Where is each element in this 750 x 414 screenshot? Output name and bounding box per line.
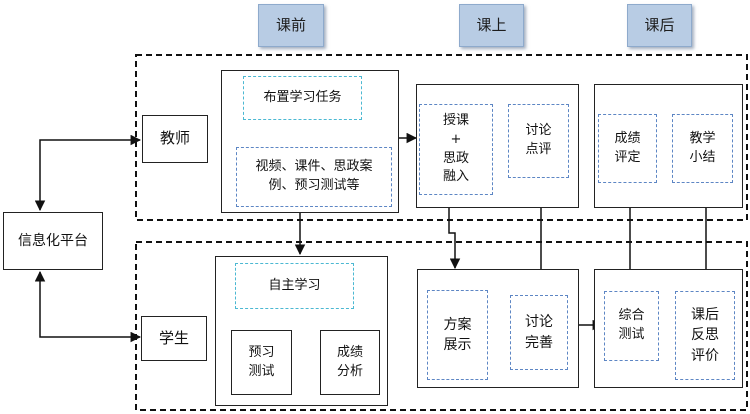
self-study-node: 自主学习 — [235, 263, 354, 309]
pretest-node: 预习 测试 — [231, 330, 292, 395]
grade-evaluation-node: 成绩 评定 — [598, 114, 657, 183]
assign-task-node: 布置学习任务 — [243, 76, 362, 120]
reflection-evaluation-node: 课后 反思 评价 — [675, 291, 735, 380]
teaching-ideology-node: 授课 + 思政 融入 — [419, 104, 493, 195]
teaching-summary-node: 教学 小结 — [672, 114, 733, 183]
platform-student-arrow — [34, 270, 142, 343]
platform-box: 信息化平台 — [3, 212, 103, 270]
presentation-node: 方案 展示 — [427, 290, 488, 380]
arrow-teaching-to-presentation — [448, 195, 461, 270]
grade-analysis-node: 成绩 分析 — [320, 330, 380, 395]
phase-before-class-label: 课前 — [258, 4, 324, 47]
discussion-review-node: 讨论 点评 — [508, 104, 569, 178]
comprehensive-test-node: 综合 测试 — [604, 291, 659, 361]
phase-after-class-label: 课后 — [627, 4, 692, 47]
discussion-refine-node: 讨论 完善 — [510, 295, 568, 370]
teacher-role-box: 教师 — [142, 115, 208, 163]
materials-node: 视频、课件、思政案 例、预习测试等 — [236, 147, 392, 207]
platform-teacher-arrow — [34, 134, 142, 212]
phase-in-class-label: 课上 — [459, 4, 524, 47]
student-role-box: 学生 — [141, 316, 207, 361]
teacher-region-frame — [135, 54, 748, 221]
